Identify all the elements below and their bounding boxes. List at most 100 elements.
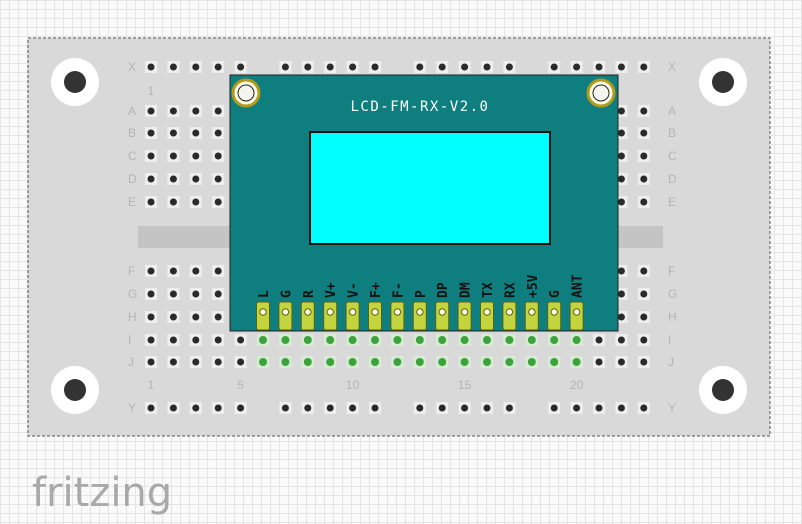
rail-hole[interactable]: [369, 61, 381, 73]
breadboard-hole[interactable]: [145, 196, 157, 208]
rail-hole[interactable]: [503, 61, 516, 73]
breadboard-hole[interactable]: [167, 127, 180, 139]
rail-hole[interactable]: [615, 402, 628, 414]
rail-hole[interactable]: [570, 61, 583, 73]
rail-hole[interactable]: [145, 402, 157, 414]
rail-hole[interactable]: [503, 402, 516, 414]
rail-hole[interactable]: [167, 402, 180, 414]
rail-hole[interactable]: [436, 402, 449, 414]
breadboard-hole[interactable]: [189, 127, 202, 139]
breadboard-hole[interactable]: [167, 356, 180, 368]
rail-hole[interactable]: [481, 61, 493, 73]
breadboard-hole[interactable]: [212, 356, 225, 368]
breadboard-hole[interactable]: [212, 127, 225, 139]
pin-plus5v[interactable]: +5V: [524, 274, 541, 331]
breadboard-hole[interactable]: [145, 288, 157, 300]
rail-hole[interactable]: [593, 61, 605, 73]
rail-hole[interactable]: [369, 402, 381, 414]
breadboard-hole[interactable]: [212, 196, 225, 208]
rail-hole[interactable]: [189, 402, 202, 414]
rail-hole[interactable]: [234, 402, 247, 414]
breadboard-hole[interactable]: [189, 150, 202, 162]
rail-hole[interactable]: [346, 61, 359, 73]
breadboard-hole[interactable]: [234, 334, 247, 346]
rail-hole[interactable]: [301, 61, 314, 73]
rail-hole[interactable]: [212, 402, 225, 414]
breadboard-hole[interactable]: [637, 265, 650, 277]
breadboard-hole[interactable]: [212, 311, 225, 323]
rail-hole[interactable]: [212, 61, 225, 73]
breadboard-hole[interactable]: [212, 265, 225, 277]
rail-hole[interactable]: [548, 402, 561, 414]
rail-hole[interactable]: [436, 61, 449, 73]
breadboard-hole[interactable]: [167, 334, 180, 346]
breadboard-hole[interactable]: [212, 150, 225, 162]
breadboard-hole[interactable]: [637, 127, 650, 139]
pin-vplus[interactable]: V+: [323, 282, 340, 331]
rail-hole[interactable]: [189, 61, 202, 73]
pin-l[interactable]: L: [256, 290, 273, 331]
rail-hole[interactable]: [234, 61, 247, 73]
rail-hole[interactable]: [548, 61, 561, 73]
breadboard-hole[interactable]: [145, 356, 157, 368]
pin-p[interactable]: P: [412, 290, 429, 331]
breadboard-hole[interactable]: [637, 288, 650, 300]
breadboard-hole[interactable]: [189, 105, 202, 117]
pin-tx[interactable]: TX: [480, 282, 497, 331]
breadboard-hole[interactable]: [189, 173, 202, 185]
breadboard-hole[interactable]: [167, 173, 180, 185]
rail-hole[interactable]: [301, 402, 314, 414]
breadboard-hole[interactable]: [167, 311, 180, 323]
rail-hole[interactable]: [324, 402, 337, 414]
pin-vminus[interactable]: V-: [345, 282, 362, 331]
breadboard-hole[interactable]: [167, 196, 180, 208]
breadboard-hole[interactable]: [145, 265, 157, 277]
rail-hole[interactable]: [481, 402, 493, 414]
breadboard-hole[interactable]: [189, 334, 202, 346]
breadboard-hole[interactable]: [212, 288, 225, 300]
breadboard-hole[interactable]: [145, 127, 157, 139]
breadboard-hole[interactable]: [145, 173, 157, 185]
rail-hole[interactable]: [279, 402, 292, 414]
pin-rx[interactable]: RX: [502, 282, 519, 331]
breadboard-hole[interactable]: [637, 150, 650, 162]
pin-ant[interactable]: ANT: [569, 274, 586, 331]
rail-hole[interactable]: [167, 61, 180, 73]
rail-hole[interactable]: [324, 61, 337, 73]
rail-hole[interactable]: [637, 402, 650, 414]
breadboard-hole[interactable]: [234, 356, 247, 368]
pin-fminus[interactable]: F-: [390, 282, 407, 331]
rail-hole[interactable]: [458, 402, 471, 414]
breadboard-hole[interactable]: [637, 173, 650, 185]
breadboard-hole[interactable]: [637, 105, 650, 117]
breadboard-hole[interactable]: [637, 356, 650, 368]
breadboard-hole[interactable]: [637, 196, 650, 208]
breadboard-hole[interactable]: [189, 356, 202, 368]
breadboard-hole[interactable]: [189, 311, 202, 323]
breadboard-hole[interactable]: [637, 334, 650, 346]
rail-hole[interactable]: [593, 402, 605, 414]
pin-r[interactable]: R: [300, 290, 317, 331]
pin-dp[interactable]: DP: [435, 282, 452, 331]
breadboard-hole[interactable]: [615, 356, 628, 368]
breadboard-hole[interactable]: [167, 150, 180, 162]
breadboard-hole[interactable]: [212, 105, 225, 117]
rail-hole[interactable]: [458, 61, 471, 73]
rail-hole[interactable]: [637, 61, 650, 73]
breadboard-hole[interactable]: [637, 311, 650, 323]
pin-fplus[interactable]: F+: [368, 282, 385, 331]
breadboard-hole[interactable]: [593, 334, 605, 346]
breadboard-hole[interactable]: [189, 196, 202, 208]
breadboard-hole[interactable]: [212, 173, 225, 185]
pin-g[interactable]: G: [278, 290, 295, 331]
breadboard-hole[interactable]: [145, 334, 157, 346]
rail-hole[interactable]: [570, 402, 583, 414]
rail-hole[interactable]: [413, 402, 426, 414]
pin-g[interactable]: G: [547, 290, 564, 331]
breadboard-hole[interactable]: [145, 105, 157, 117]
breadboard-hole[interactable]: [167, 288, 180, 300]
breadboard-hole[interactable]: [167, 105, 180, 117]
rail-hole[interactable]: [413, 61, 426, 73]
breadboard-hole[interactable]: [189, 288, 202, 300]
